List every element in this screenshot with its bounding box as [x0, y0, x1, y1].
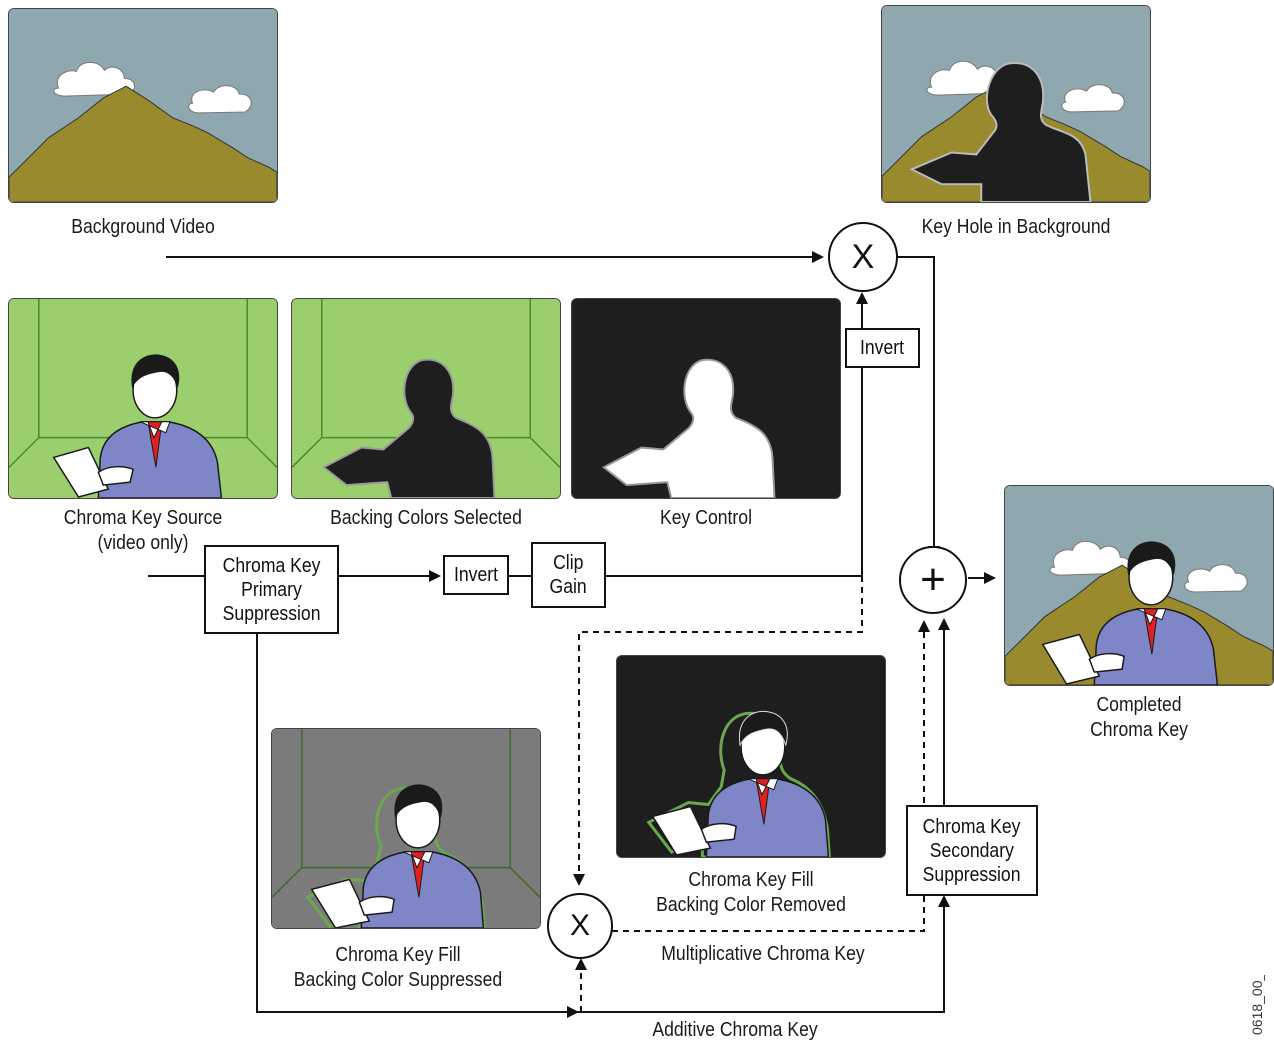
invert-block-bottom: Invert	[443, 555, 509, 595]
key-hole-label: Key Hole in Background	[921, 216, 1111, 238]
key-to-bottom-multiply-dashed	[573, 576, 863, 886]
fill-removed-image	[616, 655, 886, 858]
figure-id: 0618_00_63	[1249, 975, 1265, 1035]
keyhole-to-adder-line	[898, 256, 940, 558]
figure-id-text: 0618_00_63	[1249, 975, 1265, 1035]
multiply-operator-top: X	[828, 222, 898, 292]
chroma-source-image	[8, 298, 278, 499]
primary-to-additive-line	[256, 634, 579, 1018]
multiply-operator-bottom: X	[547, 893, 613, 959]
add-operator: +	[899, 546, 967, 614]
backing-selected-label: Backing Colors Selected	[330, 507, 522, 529]
fill-suppressed-image	[271, 728, 541, 929]
additive-path-label: Additive Chroma Key	[652, 1019, 818, 1041]
chroma-source-label: Chroma Key Source(video only)	[63, 507, 223, 554]
key-control-image	[571, 298, 841, 499]
key-control-label: Key Control	[660, 507, 752, 529]
multiplicative-path-label: Multiplicative Chroma Key	[661, 943, 865, 965]
additive-to-secondary-line	[577, 895, 950, 1013]
invert-block-top: Invert	[845, 328, 920, 368]
backing-selected-image	[291, 298, 561, 499]
background-video-label: Background Video	[71, 216, 215, 238]
background-video-image	[8, 8, 278, 203]
key-hole-image	[881, 5, 1151, 203]
multiplicative-to-adder-dashed	[612, 620, 930, 932]
completed-key-image	[1004, 485, 1274, 686]
